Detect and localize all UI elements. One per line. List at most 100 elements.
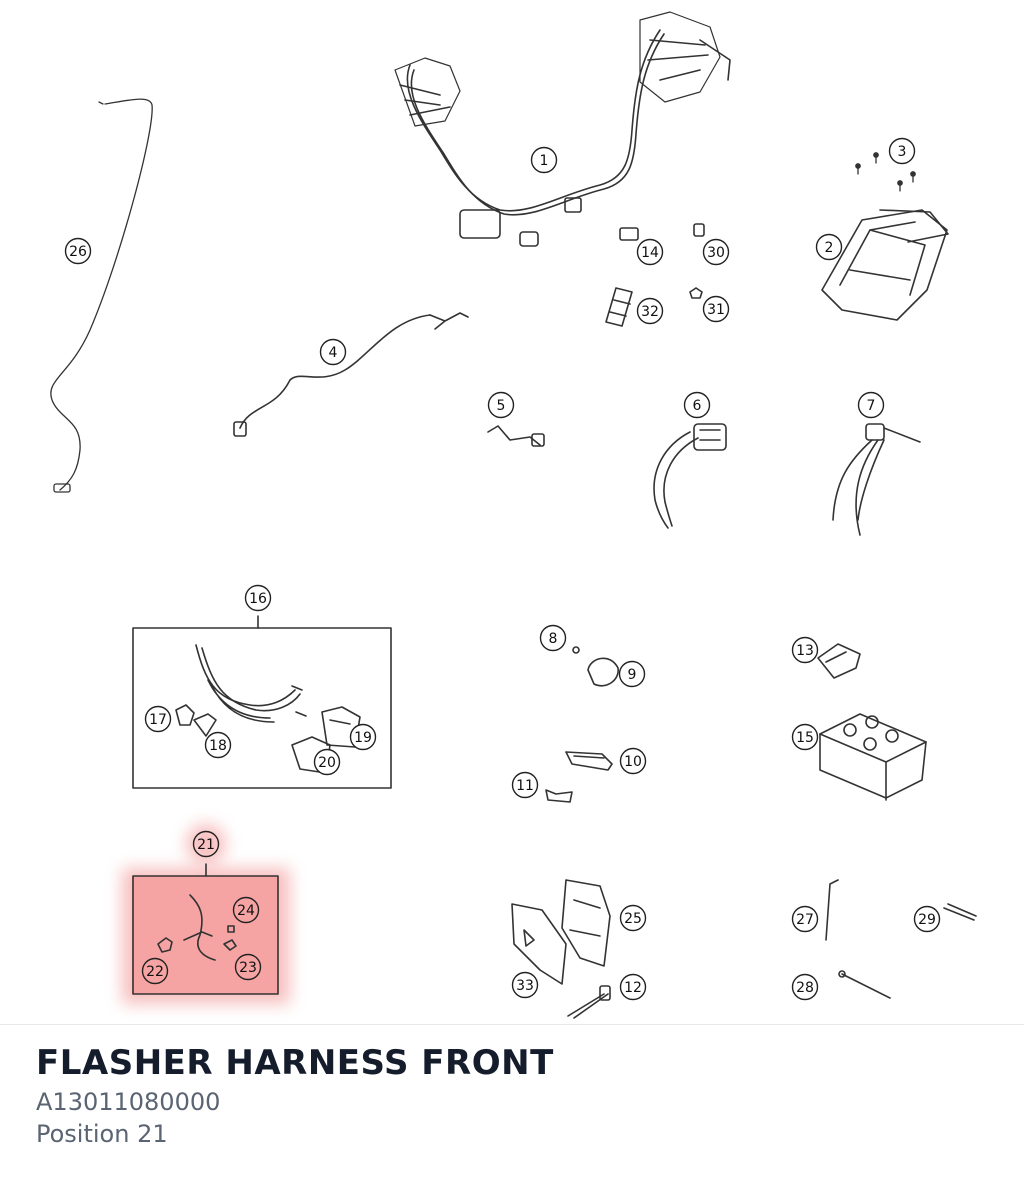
part-1-main-harness[interactable] (394, 11, 731, 247)
callout-circle (702, 295, 730, 323)
callout-8[interactable]: 8 (539, 624, 567, 652)
callout-circle (683, 391, 711, 419)
callout-label: 2 (825, 240, 834, 256)
callout-20[interactable]: 20 (313, 748, 341, 776)
part-28-bolt[interactable] (838, 970, 891, 999)
callout-label: 25 (624, 911, 642, 927)
part-8-screw[interactable] (572, 646, 580, 654)
callout-15[interactable]: 15 (791, 723, 819, 751)
part-25-cover[interactable] (561, 879, 611, 967)
callout-circle (619, 747, 647, 775)
callout-7[interactable]: 7 (857, 391, 885, 419)
part-26-cable[interactable] (50, 98, 153, 493)
part-14-connector[interactable] (619, 227, 639, 241)
callout-circle (618, 660, 646, 688)
callout-12[interactable]: 12 (619, 973, 647, 1001)
part-position: Position 21 (36, 1120, 168, 1148)
callout-circle (619, 973, 647, 1001)
callout-label: 19 (354, 730, 372, 746)
callout-circle (888, 137, 916, 165)
part-33-cover[interactable] (511, 903, 567, 985)
part-29-pin[interactable] (943, 903, 977, 921)
callout-circle (234, 953, 262, 981)
callout-circle (349, 723, 377, 751)
callout-17[interactable]: 17 (144, 705, 172, 733)
callout-4[interactable]: 4 (319, 338, 347, 366)
part-21-flasher-harness-box[interactable] (132, 863, 279, 995)
callout-26[interactable]: 26 (64, 237, 92, 265)
callout-5[interactable]: 5 (487, 391, 515, 419)
part-5-connector[interactable] (487, 425, 545, 447)
part-7-harness[interactable] (832, 423, 921, 536)
callout-25[interactable]: 25 (619, 904, 647, 932)
callout-circle (539, 624, 567, 652)
callout-24[interactable]: 24 (232, 896, 260, 924)
callout-2[interactable]: 2 (815, 233, 843, 261)
callout-18[interactable]: 18 (204, 731, 232, 759)
divider (0, 1024, 1024, 1025)
callout-label: 20 (318, 755, 336, 771)
callout-circle (857, 391, 885, 419)
callout-label: 5 (497, 398, 506, 414)
callout-circle (636, 238, 664, 266)
part-6-harness[interactable] (653, 423, 727, 529)
callout-1[interactable]: 1 (530, 146, 558, 174)
callout-22[interactable]: 22 (141, 957, 169, 985)
callout-27[interactable]: 27 (791, 905, 819, 933)
callout-circle (144, 705, 172, 733)
callout-label: 22 (146, 964, 164, 980)
part-11-clip[interactable] (545, 789, 573, 803)
callout-label: 30 (707, 245, 725, 261)
callout-21[interactable]: 21 (192, 830, 220, 858)
callout-6[interactable]: 6 (683, 391, 711, 419)
callout-32[interactable]: 32 (636, 297, 664, 325)
callout-label: 29 (918, 912, 936, 928)
callout-circle (244, 584, 272, 612)
part-31-clip[interactable] (689, 287, 703, 299)
part-3-screws[interactable] (855, 152, 916, 192)
callout-10[interactable]: 10 (619, 747, 647, 775)
callout-label: 28 (796, 980, 814, 996)
part-info: FLASHER HARNESS FRONT A13011080000 Posit… (36, 1040, 996, 1150)
callout-circle (487, 391, 515, 419)
callout-label: 23 (239, 960, 257, 976)
callout-circle (815, 233, 843, 261)
part-12-sensor[interactable] (567, 985, 611, 1019)
part-15-control-unit[interactable] (819, 713, 927, 801)
callout-label: 9 (628, 667, 637, 683)
callout-29[interactable]: 29 (913, 905, 941, 933)
callout-label: 24 (237, 903, 255, 919)
callout-30[interactable]: 30 (702, 238, 730, 266)
part-9-flasher[interactable] (587, 657, 619, 687)
callout-label: 18 (209, 738, 227, 754)
callout-circle (791, 723, 819, 751)
callout-31[interactable]: 31 (702, 295, 730, 323)
callout-label: 32 (641, 304, 659, 320)
callout-13[interactable]: 13 (791, 636, 819, 664)
part-4-cable[interactable] (233, 312, 469, 437)
callout-3[interactable]: 3 (888, 137, 916, 165)
callout-label: 12 (624, 980, 642, 996)
callout-label: 26 (69, 244, 87, 260)
part-16-kit[interactable] (132, 615, 392, 789)
callout-circle (192, 830, 220, 858)
callout-19[interactable]: 19 (349, 723, 377, 751)
callout-23[interactable]: 23 (234, 953, 262, 981)
callout-label: 4 (329, 345, 338, 361)
part-10-bracket[interactable] (565, 751, 613, 771)
part-13-module[interactable] (817, 643, 861, 679)
callout-14[interactable]: 14 (636, 238, 664, 266)
part-32-housing[interactable] (605, 287, 633, 327)
callout-16[interactable]: 16 (244, 584, 272, 612)
callout-28[interactable]: 28 (791, 973, 819, 1001)
part-30-connector[interactable] (693, 223, 705, 237)
callout-11[interactable]: 11 (511, 771, 539, 799)
callout-label: 10 (624, 754, 642, 770)
callout-33[interactable]: 33 (511, 971, 539, 999)
callout-9[interactable]: 9 (618, 660, 646, 688)
part-27-rod[interactable] (825, 879, 839, 941)
part-2-tray[interactable] (821, 209, 949, 321)
callout-label: 16 (249, 591, 267, 607)
highlight-position-21 (122, 824, 290, 1004)
